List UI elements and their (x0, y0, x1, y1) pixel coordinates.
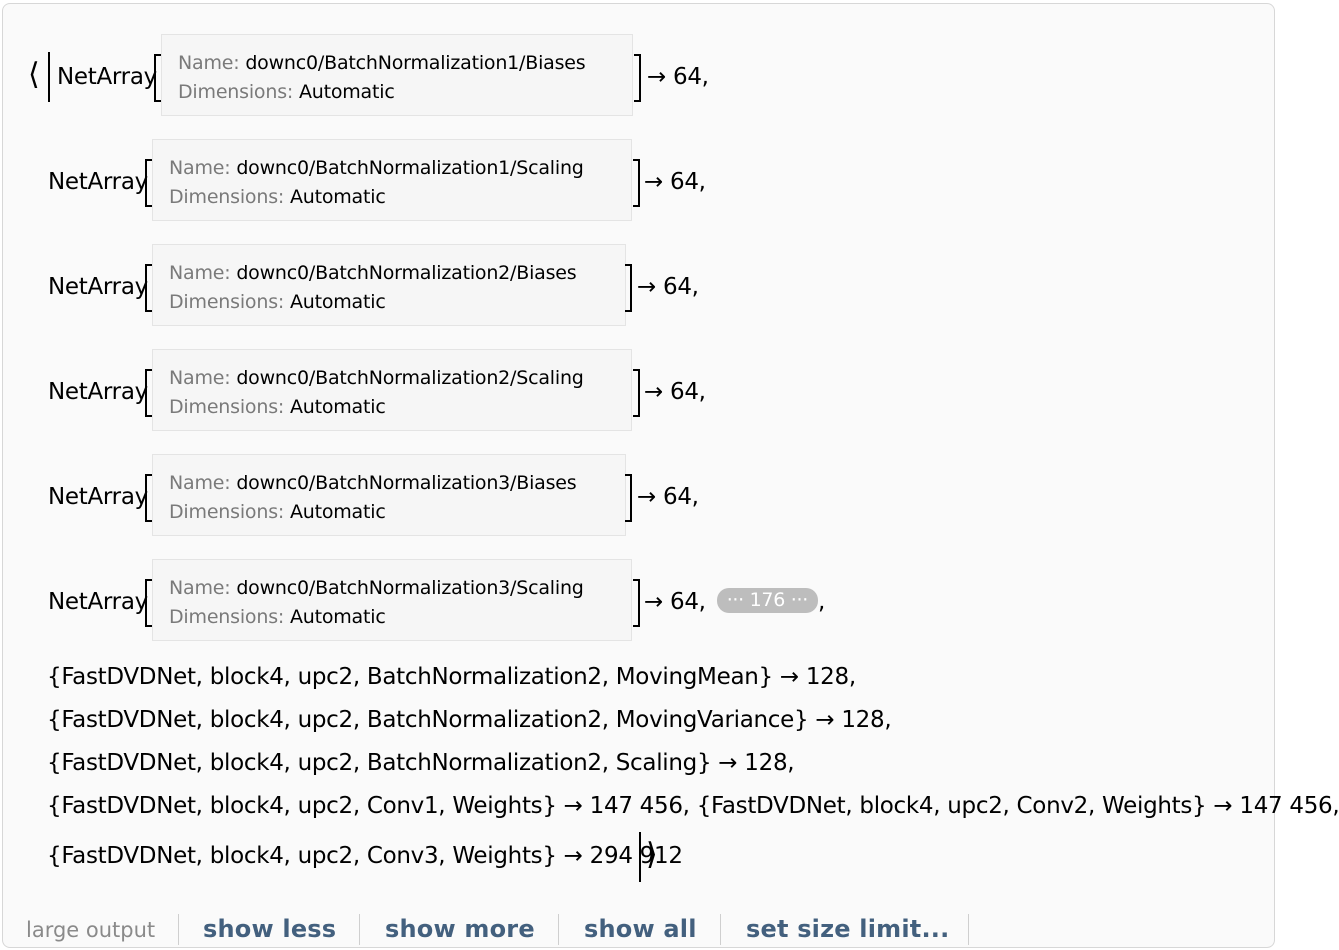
name-value: downc0/BatchNormalization2/Biases (236, 262, 577, 284)
dimensions-value: Automatic (289, 501, 386, 523)
dimensions-key: Dimensions: (169, 501, 285, 523)
dimensions-value: Automatic (289, 186, 386, 208)
name-key: Name: (178, 52, 240, 74)
entry-value: → 64, (647, 64, 709, 90)
right-bracket (634, 54, 641, 102)
name-key: Name: (169, 157, 231, 179)
left-bracket (145, 579, 152, 627)
netarray-summary-box[interactable]: Name: downc0/BatchNormalization3/Scaling… (152, 559, 632, 641)
netarray-head: NetArray (57, 64, 157, 90)
dimensions-value: Automatic (289, 606, 386, 628)
name-value: downc0/BatchNormalization1/Biases (245, 52, 586, 74)
name-value: downc0/BatchNormalization2/Scaling (236, 367, 584, 389)
netarray-head: NetArray (48, 274, 148, 300)
elided-suffix: , (817, 589, 825, 615)
divider (558, 914, 559, 945)
right-bracket (625, 264, 632, 312)
dimensions-key: Dimensions: (169, 291, 285, 313)
netarray-entry: NetArray Name: downc0/BatchNormalization… (57, 34, 757, 120)
netarray-entry: NetArray Name: downc0/BatchNormalization… (48, 559, 848, 645)
large-output-label: large output (26, 918, 156, 942)
open-angle-bracket: ⟨ (28, 57, 40, 92)
right-bracket (633, 369, 640, 417)
netarray-summary-box[interactable]: Name: downc0/BatchNormalization2/Biases … (152, 244, 626, 326)
name-key: Name: (169, 262, 231, 284)
divider (968, 914, 969, 945)
dimensions-key: Dimensions: (169, 396, 285, 418)
show-less-button[interactable]: show less (203, 915, 337, 943)
rule-line: {FastDVDNet, block4, upc2, BatchNormaliz… (47, 750, 795, 776)
left-bracket (145, 474, 152, 522)
entry-value-text: → 64, (644, 589, 706, 615)
entry-value: → 64, (644, 379, 706, 405)
elided-items-button[interactable]: ··· 176 ··· (716, 588, 818, 613)
divider (359, 914, 360, 945)
rule-line: {FastDVDNet, block4, upc2, Conv1, Weight… (47, 793, 1339, 819)
dimensions-value: Automatic (289, 396, 386, 418)
rule-line: {FastDVDNet, block4, upc2, Conv3, Weight… (47, 843, 683, 869)
left-bracket (154, 54, 161, 102)
netarray-head: NetArray (48, 379, 148, 405)
netarray-summary-box[interactable]: Name: downc0/BatchNormalization1/Scaling… (152, 139, 632, 221)
rule-line: {FastDVDNet, block4, upc2, BatchNormaliz… (47, 707, 892, 733)
left-bracket (145, 159, 152, 207)
netarray-head: NetArray (48, 484, 148, 510)
netarray-summary-box[interactable]: Name: downc0/BatchNormalization3/Biases … (152, 454, 626, 536)
entry-value: → 64, ··· 176 ···, (644, 559, 825, 645)
entry-value: → 64, (637, 484, 699, 510)
netarray-entry: NetArray Name: downc0/BatchNormalization… (48, 454, 748, 540)
netarray-head: NetArray (48, 169, 148, 195)
netarray-head: NetArray (48, 589, 148, 615)
show-all-button[interactable]: show all (584, 915, 697, 943)
right-bracket (633, 159, 640, 207)
entry-value: → 64, (644, 169, 706, 195)
netarray-summary-box[interactable]: Name: downc0/BatchNormalization2/Scaling… (152, 349, 632, 431)
dimensions-key: Dimensions: (169, 606, 285, 628)
name-value: downc0/BatchNormalization3/Scaling (236, 577, 584, 599)
rule-line: {FastDVDNet, block4, upc2, BatchNormaliz… (47, 664, 856, 690)
close-bar (639, 832, 641, 882)
open-bar (48, 52, 50, 102)
divider (720, 914, 721, 945)
dimensions-value: Automatic (289, 291, 386, 313)
close-angle-bracket: ⟩ (646, 837, 658, 872)
name-value: downc0/BatchNormalization3/Biases (236, 472, 577, 494)
right-bracket (633, 579, 640, 627)
dimensions-key: Dimensions: (169, 186, 285, 208)
dimensions-key: Dimensions: (178, 81, 294, 103)
show-more-button[interactable]: show more (385, 915, 535, 943)
netarray-entry: NetArray Name: downc0/BatchNormalization… (48, 349, 748, 435)
netarray-entry: NetArray Name: downc0/BatchNormalization… (48, 139, 748, 225)
right-bracket (625, 474, 632, 522)
name-key: Name: (169, 367, 231, 389)
divider (178, 914, 179, 945)
set-size-limit-button[interactable]: set size limit... (746, 915, 950, 943)
large-output-footer: large output show less show more show al… (0, 910, 1276, 950)
name-key: Name: (169, 577, 231, 599)
netarray-entry: NetArray Name: downc0/BatchNormalization… (48, 244, 748, 330)
name-value: downc0/BatchNormalization1/Scaling (236, 157, 584, 179)
left-bracket (145, 264, 152, 312)
entry-value: → 64, (637, 274, 699, 300)
left-bracket (145, 369, 152, 417)
name-key: Name: (169, 472, 231, 494)
netarray-summary-box[interactable]: Name: downc0/BatchNormalization1/Biases … (161, 34, 633, 116)
dimensions-value: Automatic (298, 81, 395, 103)
